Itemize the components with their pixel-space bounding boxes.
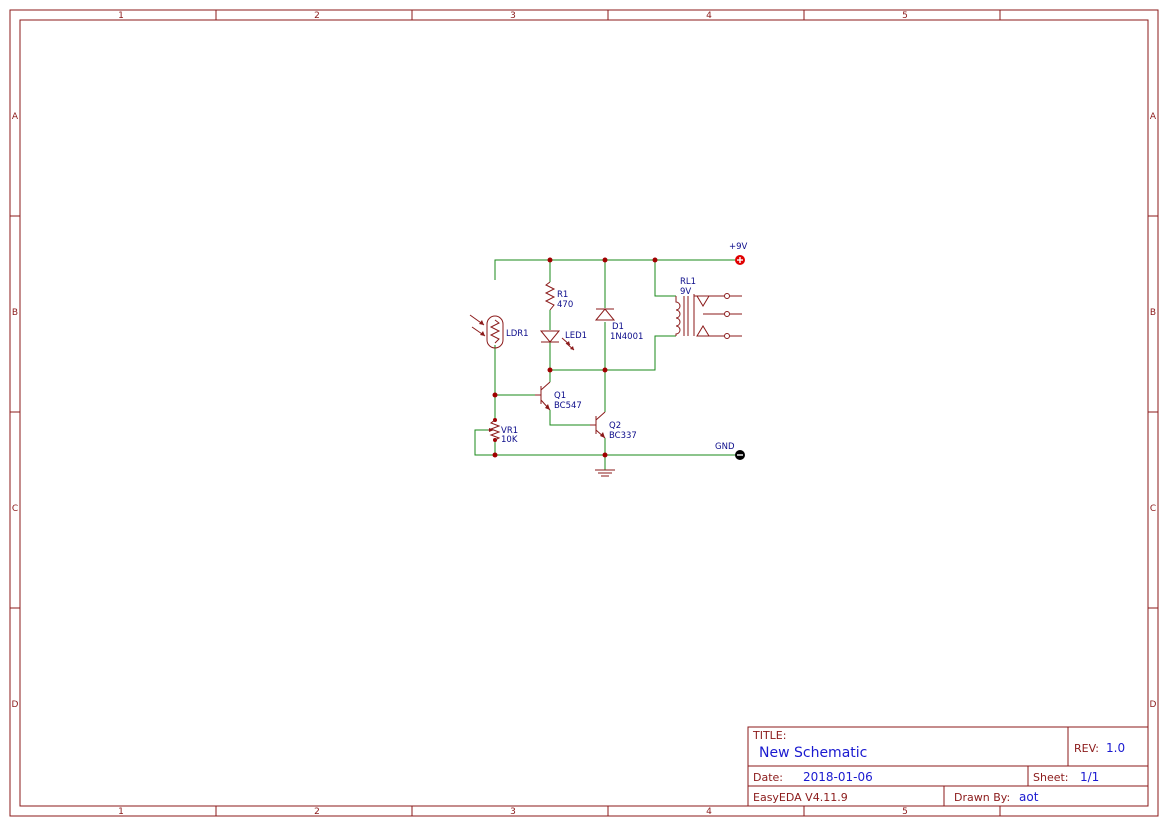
ground-flag-icon[interactable] xyxy=(735,450,745,460)
transistor-q2-symbol[interactable] xyxy=(590,411,606,439)
outer-border xyxy=(9,9,1159,817)
d1-ref-label: D1 xyxy=(612,322,624,332)
zone-row-left-a: A xyxy=(12,112,19,122)
transistor-q1-symbol[interactable] xyxy=(535,381,551,411)
zone-col-bottom-1: 1 xyxy=(118,807,124,817)
zone-col-bottom-5: 5 xyxy=(902,807,908,817)
tool-version: EasyEDA V4.11.9 xyxy=(753,791,848,804)
r1-ref-label: R1 xyxy=(557,290,568,300)
zone-col-top-5: 5 xyxy=(902,11,908,21)
ldr-ref-label: LDR1 xyxy=(506,329,529,339)
zone-col-top-3: 3 xyxy=(510,11,516,21)
rev-value: 1.0 xyxy=(1106,741,1125,755)
led-ref-label: LED1 xyxy=(565,331,587,341)
relay-rl1-symbol[interactable] xyxy=(675,293,742,339)
zone-row-right-c: C xyxy=(1150,504,1156,514)
relay-ref-label: RL1 xyxy=(680,277,696,287)
ground-symbol-icon xyxy=(595,469,615,477)
zone-col-top-2: 2 xyxy=(314,11,320,21)
zone-col-top-4: 4 xyxy=(706,11,712,21)
power-net-label: +9V xyxy=(729,242,748,252)
date-value: 2018-01-06 xyxy=(803,770,873,784)
zone-row-left-d: D xyxy=(12,700,19,710)
vr1-value-label: 10K xyxy=(501,435,518,445)
zone-row-left-b: B xyxy=(12,308,18,318)
zone-row-left-c: C xyxy=(12,504,18,514)
rev-label: REV: xyxy=(1074,742,1099,755)
title-label: TITLE: xyxy=(752,729,786,742)
ground-net-label: GND xyxy=(715,442,735,452)
zone-row-right-b: B xyxy=(1150,308,1156,318)
q1-ref-label: Q1 xyxy=(554,391,566,401)
zone-col-bottom-3: 3 xyxy=(510,807,516,817)
r1-value-label: 470 xyxy=(557,300,573,310)
led-symbol[interactable] xyxy=(539,330,575,351)
drawn-by-value: aot xyxy=(1019,790,1039,804)
q1-value-label: BC547 xyxy=(554,401,582,411)
wires xyxy=(474,259,738,470)
zone-row-right-a: A xyxy=(1150,112,1157,122)
power-flag-icon[interactable] xyxy=(735,255,745,265)
zone-col-bottom-4: 4 xyxy=(706,807,712,817)
d1-value-label: 1N4001 xyxy=(610,332,643,342)
resistor-r1-symbol[interactable] xyxy=(544,281,556,311)
ldr-symbol[interactable] xyxy=(469,314,504,349)
zone-col-top-1: 1 xyxy=(118,11,124,21)
drawn-by-label: Drawn By: xyxy=(954,791,1010,804)
sheet-value: 1/1 xyxy=(1080,770,1099,784)
inner-border xyxy=(19,19,1149,807)
diode-d1-symbol[interactable] xyxy=(594,308,616,321)
sheet-label: Sheet: xyxy=(1033,771,1069,784)
zone-row-right-d: D xyxy=(1150,700,1157,710)
vr1-ref-label: VR1 xyxy=(501,426,518,436)
zone-col-bottom-2: 2 xyxy=(314,807,320,817)
date-label: Date: xyxy=(753,771,783,784)
q2-value-label: BC337 xyxy=(609,431,637,441)
q2-ref-label: Q2 xyxy=(609,421,621,431)
schematic-title: New Schematic xyxy=(759,745,867,761)
potentiometer-vr1-symbol[interactable] xyxy=(488,419,501,441)
relay-value-label: 9V xyxy=(680,287,691,297)
title-block-frame xyxy=(747,726,1149,807)
zone-ticks xyxy=(10,10,1158,816)
